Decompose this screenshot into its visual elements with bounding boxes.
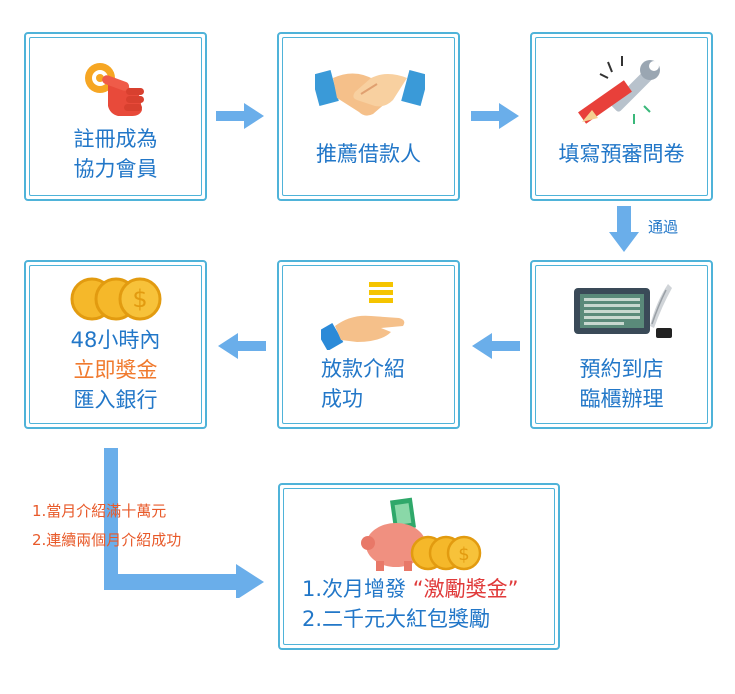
- reward-box: $ 1.次月增發 “激勵獎金” 2.二千元大紅包獎勵: [278, 483, 560, 650]
- arrow-right-icon: [216, 103, 264, 129]
- step-recommend-label: 推薦借款人: [316, 142, 421, 166]
- pass-label: 通過: [648, 218, 679, 236]
- coins-icon: $: [70, 274, 162, 324]
- pencil-wrench-icon: [578, 54, 668, 129]
- arrow-down-icon: [609, 206, 639, 252]
- step-appointment-label: 預約到店 臨櫃辦理: [579, 357, 664, 411]
- step-appointment-box: 預約到店 臨櫃辦理: [530, 260, 713, 429]
- step-recommend-box: 推薦借款人: [277, 32, 460, 201]
- arrow-right-icon: [471, 103, 519, 129]
- document-quill-icon: [572, 284, 676, 340]
- step-bonus-box: $ 48小時內 立即獎金 匯入銀行: [24, 260, 207, 429]
- hand-money-icon: [321, 280, 417, 350]
- step-loan-success-label: 放款介紹 成功: [321, 357, 405, 411]
- step-loan-success-box: 放款介紹 成功: [277, 260, 460, 429]
- arrow-left-icon: [218, 333, 266, 359]
- elbow-arrow-icon: [100, 448, 264, 598]
- svg-text:$: $: [132, 285, 147, 313]
- step-register-label: 註冊成為 協力會員: [73, 127, 158, 181]
- step-questionnaire-label: 填寫預審問卷: [558, 142, 685, 166]
- click-hand-icon: [78, 58, 158, 118]
- reward-text: 1.次月增發 “激勵獎金” 2.二千元大紅包獎勵: [302, 577, 519, 631]
- handshake-icon: [315, 64, 425, 119]
- step-bonus-label: 48小時內 立即獎金 匯入銀行: [70, 328, 161, 412]
- svg-text:$: $: [458, 544, 469, 565]
- arrow-left-icon: [472, 333, 520, 359]
- piggy-bank-coins-icon: $: [358, 495, 488, 575]
- conditions-list: 1.當月介紹滿十萬元 2.連續兩個月介紹成功: [32, 502, 182, 549]
- step-questionnaire-box: 填寫預審問卷: [530, 32, 713, 201]
- step-register-box: 註冊成為 協力會員: [24, 32, 207, 201]
